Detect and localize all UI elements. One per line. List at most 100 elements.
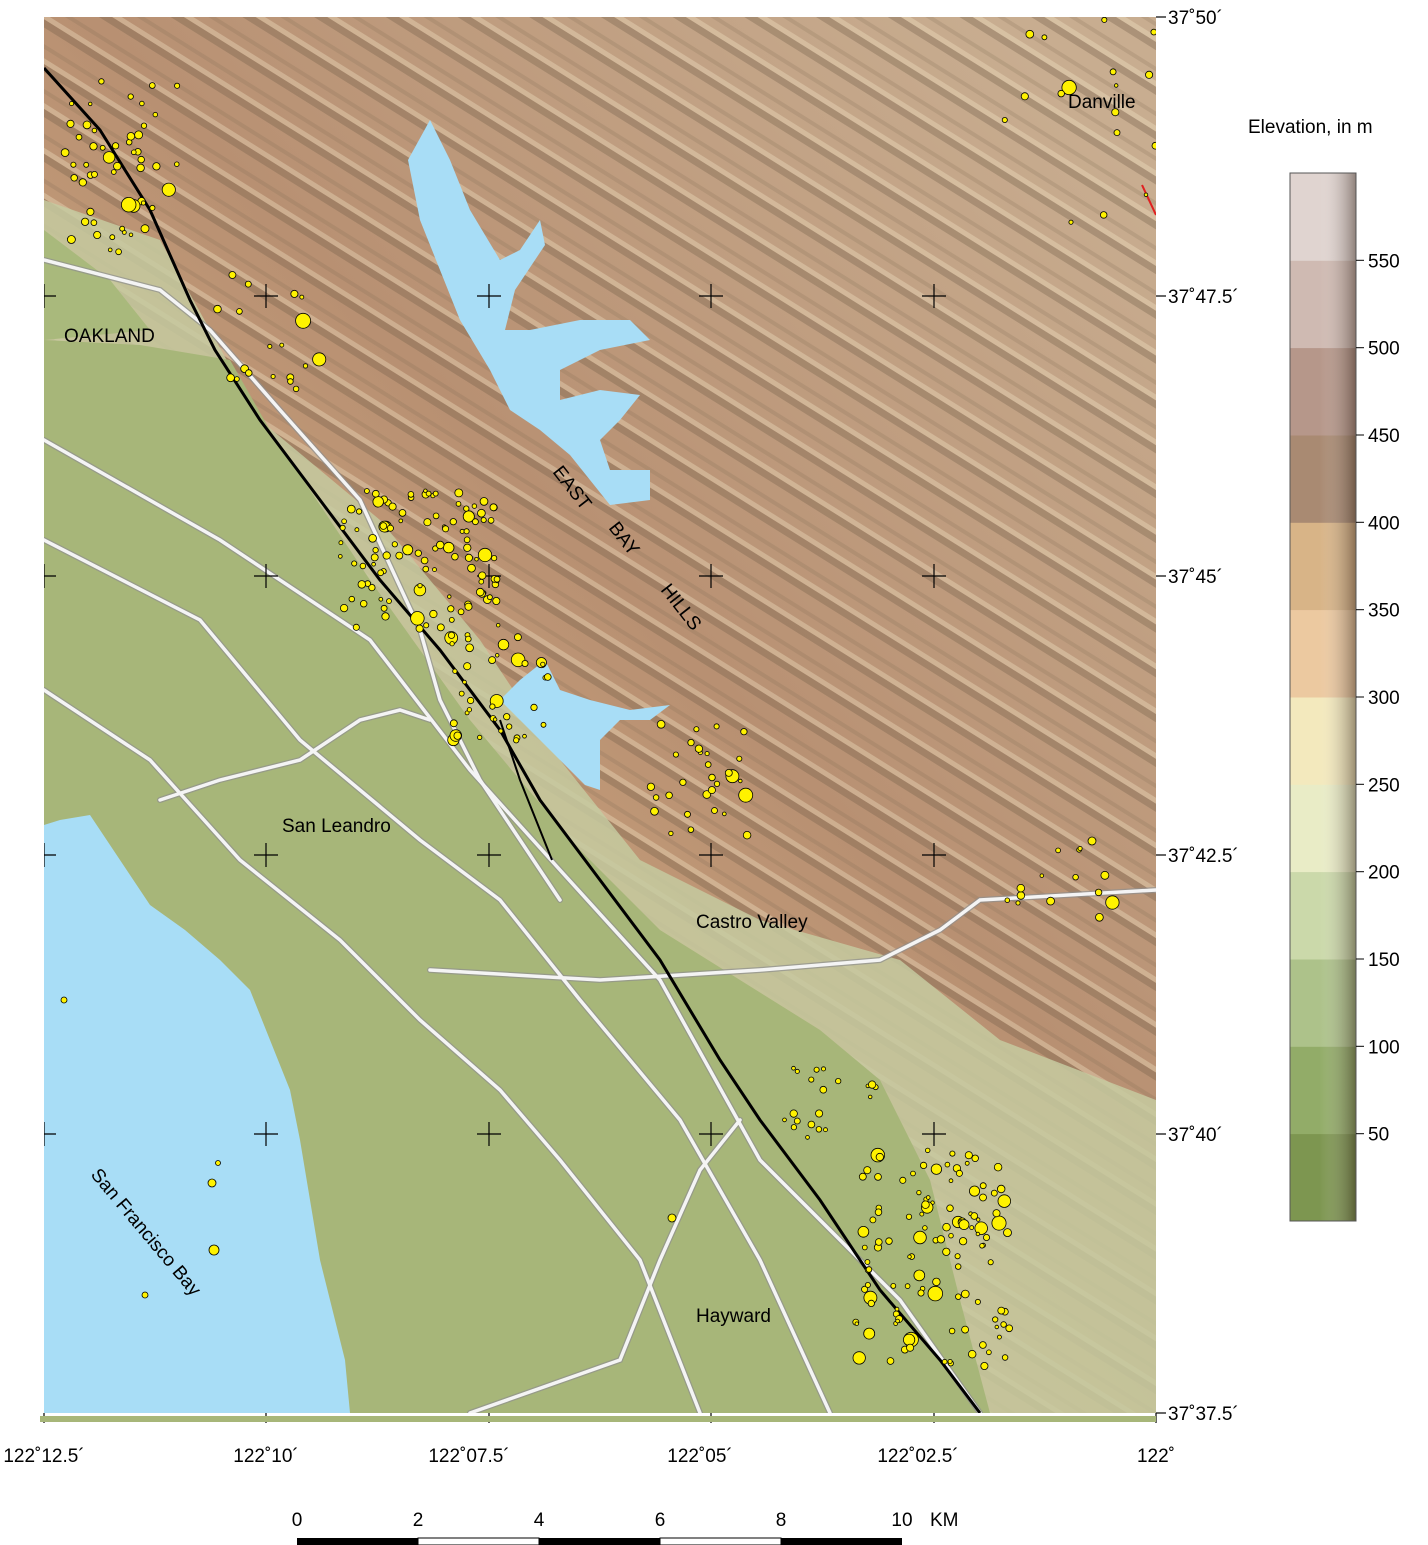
earthquake-marker-233 <box>650 806 659 816</box>
earthquake-marker-34 <box>137 155 145 164</box>
earthquake-marker-258 <box>958 1237 968 1246</box>
earthquake-marker-274 <box>942 1247 951 1256</box>
earthquake-marker-215 <box>540 661 546 667</box>
earthquake-marker-409 <box>1015 900 1021 906</box>
earthquake-marker-161 <box>447 605 455 613</box>
earthquake-marker-177 <box>380 604 388 612</box>
earthquake-marker-293 <box>932 1277 941 1287</box>
earthquake-marker-415 <box>1113 83 1119 88</box>
latitude-labels: 37˚50´ 37˚47.5´ 37˚45´ 37˚42.5´ 37˚40´ 3… <box>1168 8 1239 1425</box>
earthquake-marker-400 <box>1072 874 1079 881</box>
earthquake-marker-313 <box>949 1150 956 1157</box>
earthquake-marker-373 <box>969 1225 975 1230</box>
earthquake-marker-152 <box>368 533 377 543</box>
earthquake-marker-252 <box>724 769 733 777</box>
oakland-lowland <box>44 230 150 340</box>
scale-label-10: 10 <box>891 1510 912 1531</box>
earthquake-marker-43 <box>67 235 76 244</box>
earthquake-marker-399 <box>1100 870 1110 880</box>
earthquake-marker-176 <box>423 518 432 527</box>
earthquake-marker-199 <box>463 662 472 671</box>
legend-tick-label-450: 450 <box>1368 426 1400 447</box>
earthquake-marker-108 <box>490 554 498 562</box>
earthquake-marker-216 <box>449 719 458 728</box>
earthquake-marker-395 <box>1016 891 1026 900</box>
lat-label-37-50: 37˚50´ <box>1168 8 1223 29</box>
earthquake-marker-128 <box>348 595 355 603</box>
earthquake-marker-250 <box>684 810 691 818</box>
earthquake-marker-287 <box>930 1163 943 1175</box>
earthquake-marker-336 <box>863 1327 876 1340</box>
earthquake-marker-411 <box>1068 219 1074 225</box>
earthquake-marker-285 <box>974 1221 988 1235</box>
earthquake-marker-290 <box>994 1324 999 1330</box>
earthquake-marker-334 <box>947 1359 953 1365</box>
earthquake-marker-68 <box>228 271 237 279</box>
earthquake-marker-82 <box>463 536 471 544</box>
earthquake-marker-98 <box>402 544 414 556</box>
earthquake-marker-271 <box>987 1259 994 1266</box>
earthquake-marker-171 <box>371 489 380 498</box>
earthquake-marker-235 <box>740 728 748 736</box>
earthquake-marker-295 <box>955 1169 963 1177</box>
earthquake-marker-168 <box>463 528 470 535</box>
earthquake-marker-429 <box>207 1178 217 1188</box>
earthquake-marker-210 <box>540 721 547 728</box>
earthquake-marker-93 <box>410 611 425 626</box>
earthquake-marker-283 <box>997 1194 1012 1208</box>
scale-label-2: 2 <box>413 1510 424 1531</box>
earthquake-marker-127 <box>429 609 438 619</box>
earthquake-marker-316 <box>955 1263 962 1270</box>
earthquake-marker-248 <box>693 726 700 733</box>
earthquake-marker-94 <box>443 541 455 554</box>
earthquake-marker-364 <box>946 1204 954 1212</box>
earthquake-marker-44 <box>82 120 92 130</box>
earthquake-marker-5 <box>70 161 77 168</box>
earthquake-marker-242 <box>713 723 720 730</box>
earthquake-marker-107 <box>464 553 473 562</box>
earthquake-marker-172 <box>463 543 472 552</box>
earthquake-marker-346 <box>907 1254 912 1259</box>
earthquake-marker-403 <box>1095 912 1104 922</box>
earthquake-marker-9 <box>174 161 180 167</box>
earthquake-marker-337 <box>997 1184 1006 1194</box>
earthquake-marker-390 <box>835 1078 842 1085</box>
earthquake-marker-212 <box>530 703 538 712</box>
earthquake-marker-133 <box>464 602 473 611</box>
legend-tick-label-200: 200 <box>1368 863 1400 884</box>
longitude-labels: 122˚12.5´ 122˚10´ 122˚07.5´ 122˚05´ 122˚… <box>3 1446 1175 1467</box>
earthquake-marker-311 <box>979 1193 987 1202</box>
earthquake-marker-431 <box>141 1291 149 1299</box>
earthquake-marker-251 <box>679 778 687 786</box>
scale-label-4: 4 <box>534 1510 545 1531</box>
earthquake-marker-385 <box>790 1124 798 1131</box>
earthquake-marker-347 <box>867 1299 875 1308</box>
earthquake-marker-148 <box>496 623 501 628</box>
earthquake-marker-268 <box>904 1283 911 1289</box>
earthquake-marker-141 <box>449 518 457 526</box>
earthquake-marker-124 <box>423 488 428 493</box>
earthquake-marker-56 <box>292 385 300 393</box>
earthquake-marker-65 <box>299 294 305 300</box>
earthquake-marker-183 <box>477 508 486 518</box>
earthquake-marker-195 <box>495 653 500 658</box>
earthquake-marker-144 <box>388 502 397 511</box>
earthquake-marker-281 <box>992 1209 1001 1218</box>
earthquake-marker-389 <box>782 1117 787 1123</box>
earthquake-marker-300 <box>944 1161 951 1168</box>
earthquake-marker-423 <box>1150 28 1156 36</box>
earthquake-marker-164 <box>471 503 478 509</box>
earthquake-marker-305 <box>986 1349 992 1356</box>
earthquake-marker-320 <box>948 1178 954 1183</box>
earthquake-marker-48 <box>149 82 156 89</box>
earthquake-marker-42 <box>83 161 90 168</box>
earthquake-marker-317 <box>913 1269 926 1282</box>
earthquake-marker-410 <box>1101 17 1108 23</box>
earthquake-marker-187 <box>514 633 522 642</box>
earthquake-marker-263 <box>857 1226 870 1238</box>
earthquake-marker-322 <box>895 1318 900 1324</box>
earthquake-marker-280 <box>993 1162 1003 1172</box>
earthquake-marker-416 <box>1143 192 1149 197</box>
label-san-leandro: San Leandro <box>282 816 391 837</box>
earthquake-marker-246 <box>713 780 721 788</box>
